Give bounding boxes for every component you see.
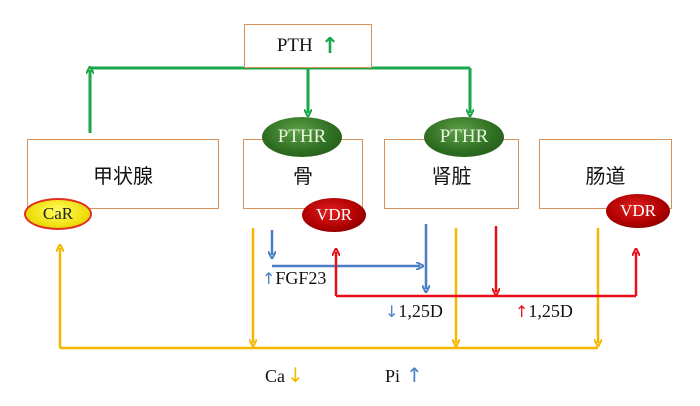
- pthr-kidney-label: PTHR: [439, 126, 489, 147]
- pthr-kidney-receptor: PTHR: [424, 117, 504, 157]
- pthr-bone-label: PTHR: [277, 126, 327, 147]
- vdr-bone-receptor: VDR: [302, 198, 366, 232]
- vdr-intestine-label: VDR: [620, 201, 656, 220]
- kidney-label: 肾脏: [431, 163, 472, 188]
- vitamin-d-increase-label: 1,25D: [528, 301, 573, 321]
- up-arrow-icon: ↑: [515, 302, 529, 321]
- fgf23-annotation: ↑FGF23: [262, 268, 326, 289]
- car-receptor: CaR: [24, 198, 92, 230]
- phosphate-label: Pi: [385, 366, 401, 386]
- parathyroid-label: 甲状腺: [93, 163, 153, 188]
- up-arrow-icon: ↑: [262, 269, 276, 288]
- up-arrow-icon: ↑: [320, 33, 340, 59]
- down-arrow-icon: ↓: [287, 363, 304, 387]
- car-label: CaR: [42, 204, 74, 223]
- phosphate-arrows: [272, 224, 426, 289]
- vdr-intestine-receptor: VDR: [606, 194, 670, 228]
- calcium-label: Ca: [265, 366, 285, 386]
- pth-label: PTH: [276, 35, 313, 56]
- vitamin-d-arrows: [336, 226, 636, 298]
- calcium-arrows: [60, 228, 598, 350]
- vdr-bone-label: VDR: [316, 205, 352, 224]
- intestine-label: 肠道: [585, 163, 626, 188]
- down-arrow-icon: ↓: [385, 302, 399, 321]
- pth-box: PTH ↑: [244, 24, 372, 68]
- phosphate-annotation: Pi↑: [385, 363, 423, 387]
- vitamin-d-decrease-annotation: ↓1,25D: [385, 301, 443, 322]
- calcium-annotation: Ca↓: [265, 363, 304, 387]
- bone-label: 骨: [293, 163, 313, 188]
- fgf23-label: FGF23: [275, 268, 327, 288]
- pth-arrows: [90, 68, 470, 133]
- vitamin-d-decrease-label: 1,25D: [398, 301, 443, 321]
- pthr-bone-receptor: PTHR: [262, 117, 342, 157]
- up-arrow-icon: ↑: [406, 363, 423, 387]
- vitamin-d-increase-annotation: ↑1,25D: [515, 301, 573, 322]
